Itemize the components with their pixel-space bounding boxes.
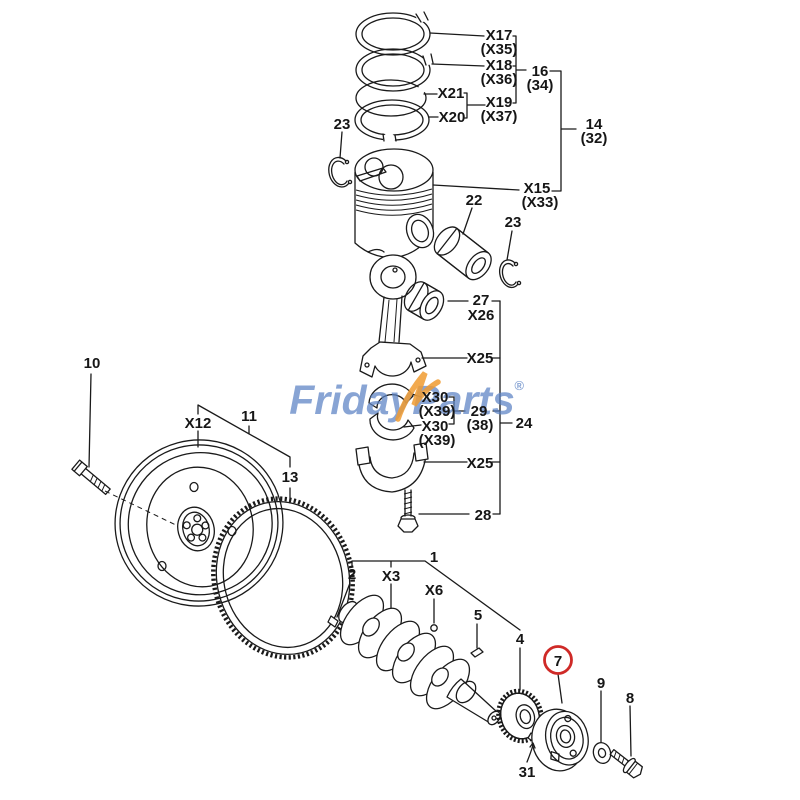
part-label-13: 13 (282, 469, 299, 486)
part-label-x39b: (X39) (419, 432, 456, 449)
part-label-29: 29 (471, 403, 488, 420)
part-label-x12: X12 (185, 415, 212, 432)
part-label-x6: X6 (425, 582, 443, 599)
flywheel (104, 439, 284, 607)
piston (354, 148, 435, 259)
small-end-bushing (403, 281, 445, 321)
part-label-31: 31 (519, 764, 536, 781)
part-label-x30b: X30 (422, 418, 449, 435)
ball-x6 (430, 624, 438, 632)
part-label-9: 9 (597, 675, 605, 692)
part-label-11: 11 (241, 408, 257, 425)
crankshaft (327, 594, 501, 726)
part-label-8: 8 (626, 690, 634, 707)
part-label-5: 5 (474, 607, 482, 624)
part-label-x26: X26 (468, 307, 495, 324)
crank-pulley (531, 708, 589, 772)
part-label-x35: (X35) (481, 41, 518, 58)
part-label-22: 22 (466, 192, 483, 209)
watermark-registered-mark: ® (514, 378, 524, 393)
washer (592, 741, 612, 765)
flywheel-hub (177, 506, 215, 552)
pulley-bolt (609, 748, 643, 779)
part-labels: X17 (X35) X18 (X36) X21 X19 (X37) X20 16… (84, 27, 635, 781)
part-label-x21: X21 (438, 85, 465, 102)
part-label-x36: (X36) (481, 71, 518, 88)
highlight-circle (543, 645, 573, 675)
part-label-32: (32) (581, 130, 608, 147)
dowel-pin-2 (327, 615, 339, 628)
watermark-swoosh-icon (395, 371, 441, 422)
part-label-2: 2 (348, 566, 356, 583)
part-label-x19: X19 (486, 94, 513, 111)
part-label-14: 14 (586, 116, 603, 133)
part-label-x25a: X25 (467, 350, 494, 367)
part-label-27: 27 (473, 292, 490, 309)
part-label-28: 28 (475, 507, 492, 524)
ring-gear (211, 496, 355, 660)
piston-pin (433, 226, 492, 281)
part-label-38: (38) (467, 417, 494, 434)
crank-nose (446, 678, 498, 724)
leader-lines (88, 32, 632, 763)
snap-ring-left (328, 156, 353, 188)
part-label-x15: X15 (524, 180, 551, 197)
part-label-4: 4 (516, 631, 525, 648)
part-label-16: 16 (532, 63, 549, 80)
part-label-x25b: X25 (467, 455, 494, 472)
timing-gear (496, 688, 544, 744)
connecting-rod (359, 254, 445, 378)
part-label-x33: (X33) (522, 194, 559, 211)
part-label-24: 24 (516, 415, 533, 432)
highlighted-part-callout: 7 (543, 645, 573, 675)
part-label-x39a: (X39) (419, 403, 456, 420)
rod-cap (355, 442, 429, 493)
part-label-x3: X3 (382, 568, 400, 585)
watermark: FridayParts ® (289, 371, 524, 423)
piston-rings (354, 10, 434, 145)
part-label-1: 1 (430, 549, 438, 566)
part-label-x30a: X30 (422, 389, 449, 406)
part-label-x37: (X37) (481, 108, 518, 125)
snap-ring-right (499, 259, 522, 289)
key-5 (470, 647, 484, 658)
part-label-23b: 23 (505, 214, 522, 231)
part-label-7: 7 (554, 653, 562, 670)
part-label-x17: X17 (486, 27, 513, 44)
part-label-23a: 23 (334, 116, 351, 133)
part-label-x20: X20 (439, 109, 466, 126)
part-label-x18: X18 (486, 57, 513, 74)
part-label-34: (34) (527, 77, 554, 94)
rod-bolt-28 (397, 489, 419, 533)
rod-bearing-shells (368, 383, 415, 441)
flywheel-bolt-10 (71, 459, 111, 496)
part-label-10: 10 (84, 355, 101, 372)
